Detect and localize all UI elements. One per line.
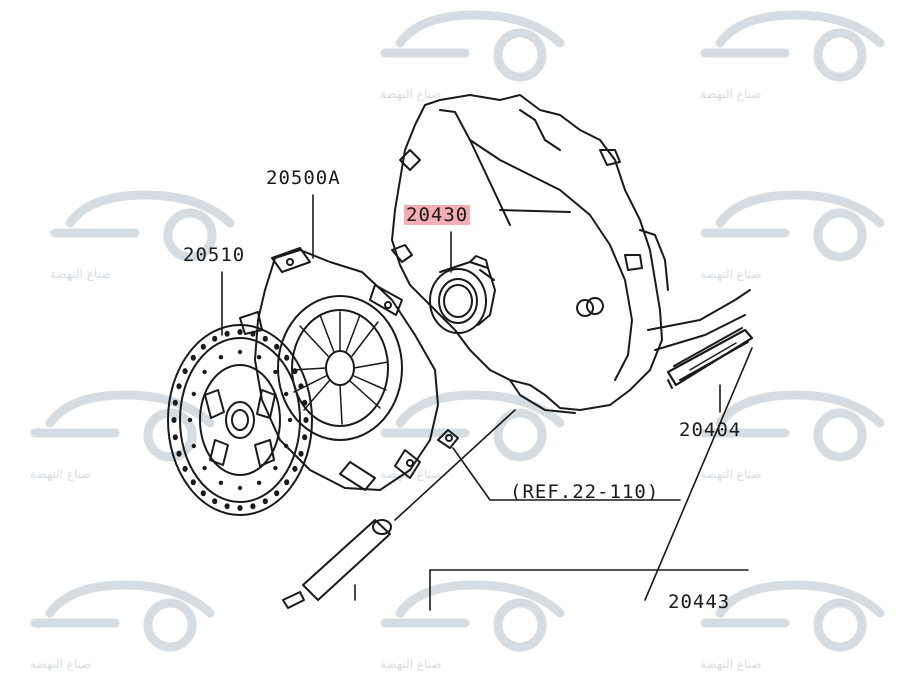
part-label-20404: 20404 bbox=[679, 419, 742, 441]
part-label-20500a: 20500A bbox=[266, 167, 341, 189]
leader-lines bbox=[221, 194, 753, 611]
release-bearing bbox=[429, 255, 496, 334]
release-fork bbox=[666, 327, 754, 389]
pressure-plate bbox=[239, 247, 439, 491]
part-label-20443: 20443 bbox=[668, 591, 731, 613]
reference-label: (REF.22-110) bbox=[510, 481, 660, 503]
clutch-disc bbox=[167, 324, 313, 516]
part-label-20510: 20510 bbox=[183, 244, 246, 266]
bolt bbox=[437, 429, 459, 449]
part-label-20430: 20430 bbox=[404, 204, 471, 226]
alignment-tool bbox=[282, 519, 392, 609]
transmission-housing bbox=[391, 94, 751, 414]
